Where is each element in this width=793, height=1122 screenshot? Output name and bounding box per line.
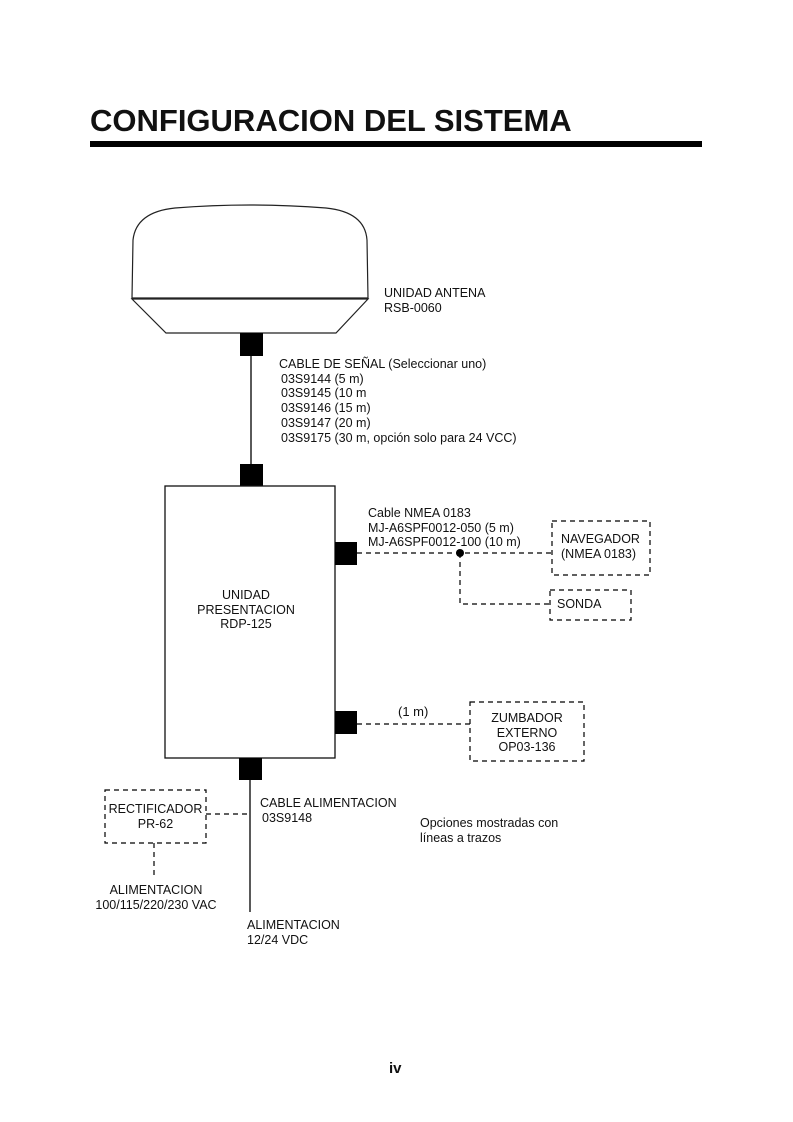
note-line2: líneas a trazos — [420, 830, 502, 845]
signal-cable-option: 03S9144 (5 m) — [281, 371, 364, 386]
rectifier-box — [104, 789, 207, 844]
buzzer-connector — [335, 711, 357, 734]
antenna-base — [130, 298, 370, 334]
nmea-cable-option: MJ-A6SPF0012-100 (10 m) — [368, 535, 521, 550]
power-connector — [239, 758, 262, 780]
antenna-dome — [131, 204, 369, 299]
title-underline — [90, 141, 702, 147]
power-cable-label: CABLE ALIMENTACION 03S9148 — [260, 796, 397, 825]
signal-cable-option: 03S9145 (10 m — [281, 386, 367, 401]
display-unit-line2: PRESENTACION — [197, 602, 295, 617]
display-unit-model: RDP-125 — [220, 617, 272, 632]
display-signal-connector — [240, 464, 263, 487]
ac-power-label: ALIMENTACION 100/115/220/230 VAC — [88, 883, 224, 912]
signal-cable-option: 03S9175 (30 m, opción solo para 24 VCC) — [281, 430, 517, 445]
navigator-line2: (NMEA 0183) — [561, 546, 637, 561]
antenna-name: UNIDAD ANTENA — [384, 286, 486, 300]
antenna-label: UNIDAD ANTENA RSB-0060 — [384, 286, 485, 315]
ac-power-line2: 100/115/220/230 VAC — [95, 897, 217, 912]
sounder-cable-line — [459, 553, 550, 605]
power-cable-model: 03S9148 — [262, 810, 313, 825]
display-unit-line1: UNIDAD — [222, 588, 270, 602]
buzzer-line2: EXTERNO — [496, 725, 558, 740]
dc-power-label: ALIMENTACION 12/24 VDC — [247, 918, 340, 947]
page-title: CONFIGURACION DEL SISTEMA — [90, 103, 572, 138]
buzzer-line1: ZUMBADOR — [491, 711, 563, 725]
nmea-connector — [335, 542, 357, 565]
antenna-unit — [130, 204, 370, 334]
buzzer-cable-length: (1 m) — [398, 704, 429, 719]
buzzer-label: ZUMBADOR EXTERNO OP03-136 — [470, 711, 584, 755]
signal-cable-option: 03S9146 (15 m) — [281, 401, 371, 416]
sounder-box — [549, 589, 632, 621]
nmea-cable-label: Cable NMEA 0183 MJ-A6SPF0012-050 (5 m) M… — [368, 506, 521, 550]
note-line1: Opciones mostradas con — [420, 816, 559, 830]
signal-cable-label: CABLE DE SEÑAL (Seleccionar uno) 03S9144… — [279, 357, 517, 445]
power-cable-name: CABLE ALIMENTACION — [260, 796, 397, 810]
signal-cable-header: CABLE DE SEÑAL (Seleccionar uno) — [279, 357, 487, 371]
nmea-cable-option: MJ-A6SPF0012-050 (5 m) — [368, 520, 514, 535]
signal-cable-option: 03S9147 (20 m) — [281, 415, 371, 430]
dc-power-line1: ALIMENTACION — [247, 918, 340, 932]
page-number: iv — [389, 1060, 402, 1077]
display-unit-label: UNIDAD PRESENTACION RDP-125 — [165, 588, 327, 632]
rectifier-name: RECTIFICADOR — [108, 802, 203, 816]
sounder-label: SONDA — [557, 597, 602, 611]
dc-power-line2: 12/24 VDC — [247, 932, 309, 947]
buzzer-box — [469, 701, 585, 762]
navigator-box — [551, 520, 651, 576]
nmea-cable-header: Cable NMEA 0183 — [368, 506, 471, 520]
rectifier-label: RECTIFICADOR PR-62 — [105, 802, 206, 831]
antenna-model: RSB-0060 — [384, 300, 442, 315]
dashed-lines-note: Opciones mostradas con líneas a trazos — [420, 816, 558, 845]
ac-power-line1: ALIMENTACION — [109, 883, 203, 897]
buzzer-model: OP03-136 — [498, 740, 556, 755]
rectifier-model: PR-62 — [137, 816, 174, 831]
display-unit-box — [164, 485, 336, 759]
navigator-label: NAVEGADOR (NMEA 0183) — [561, 532, 640, 561]
navigator-line1: NAVEGADOR — [561, 532, 640, 546]
antenna-connector — [240, 333, 263, 356]
